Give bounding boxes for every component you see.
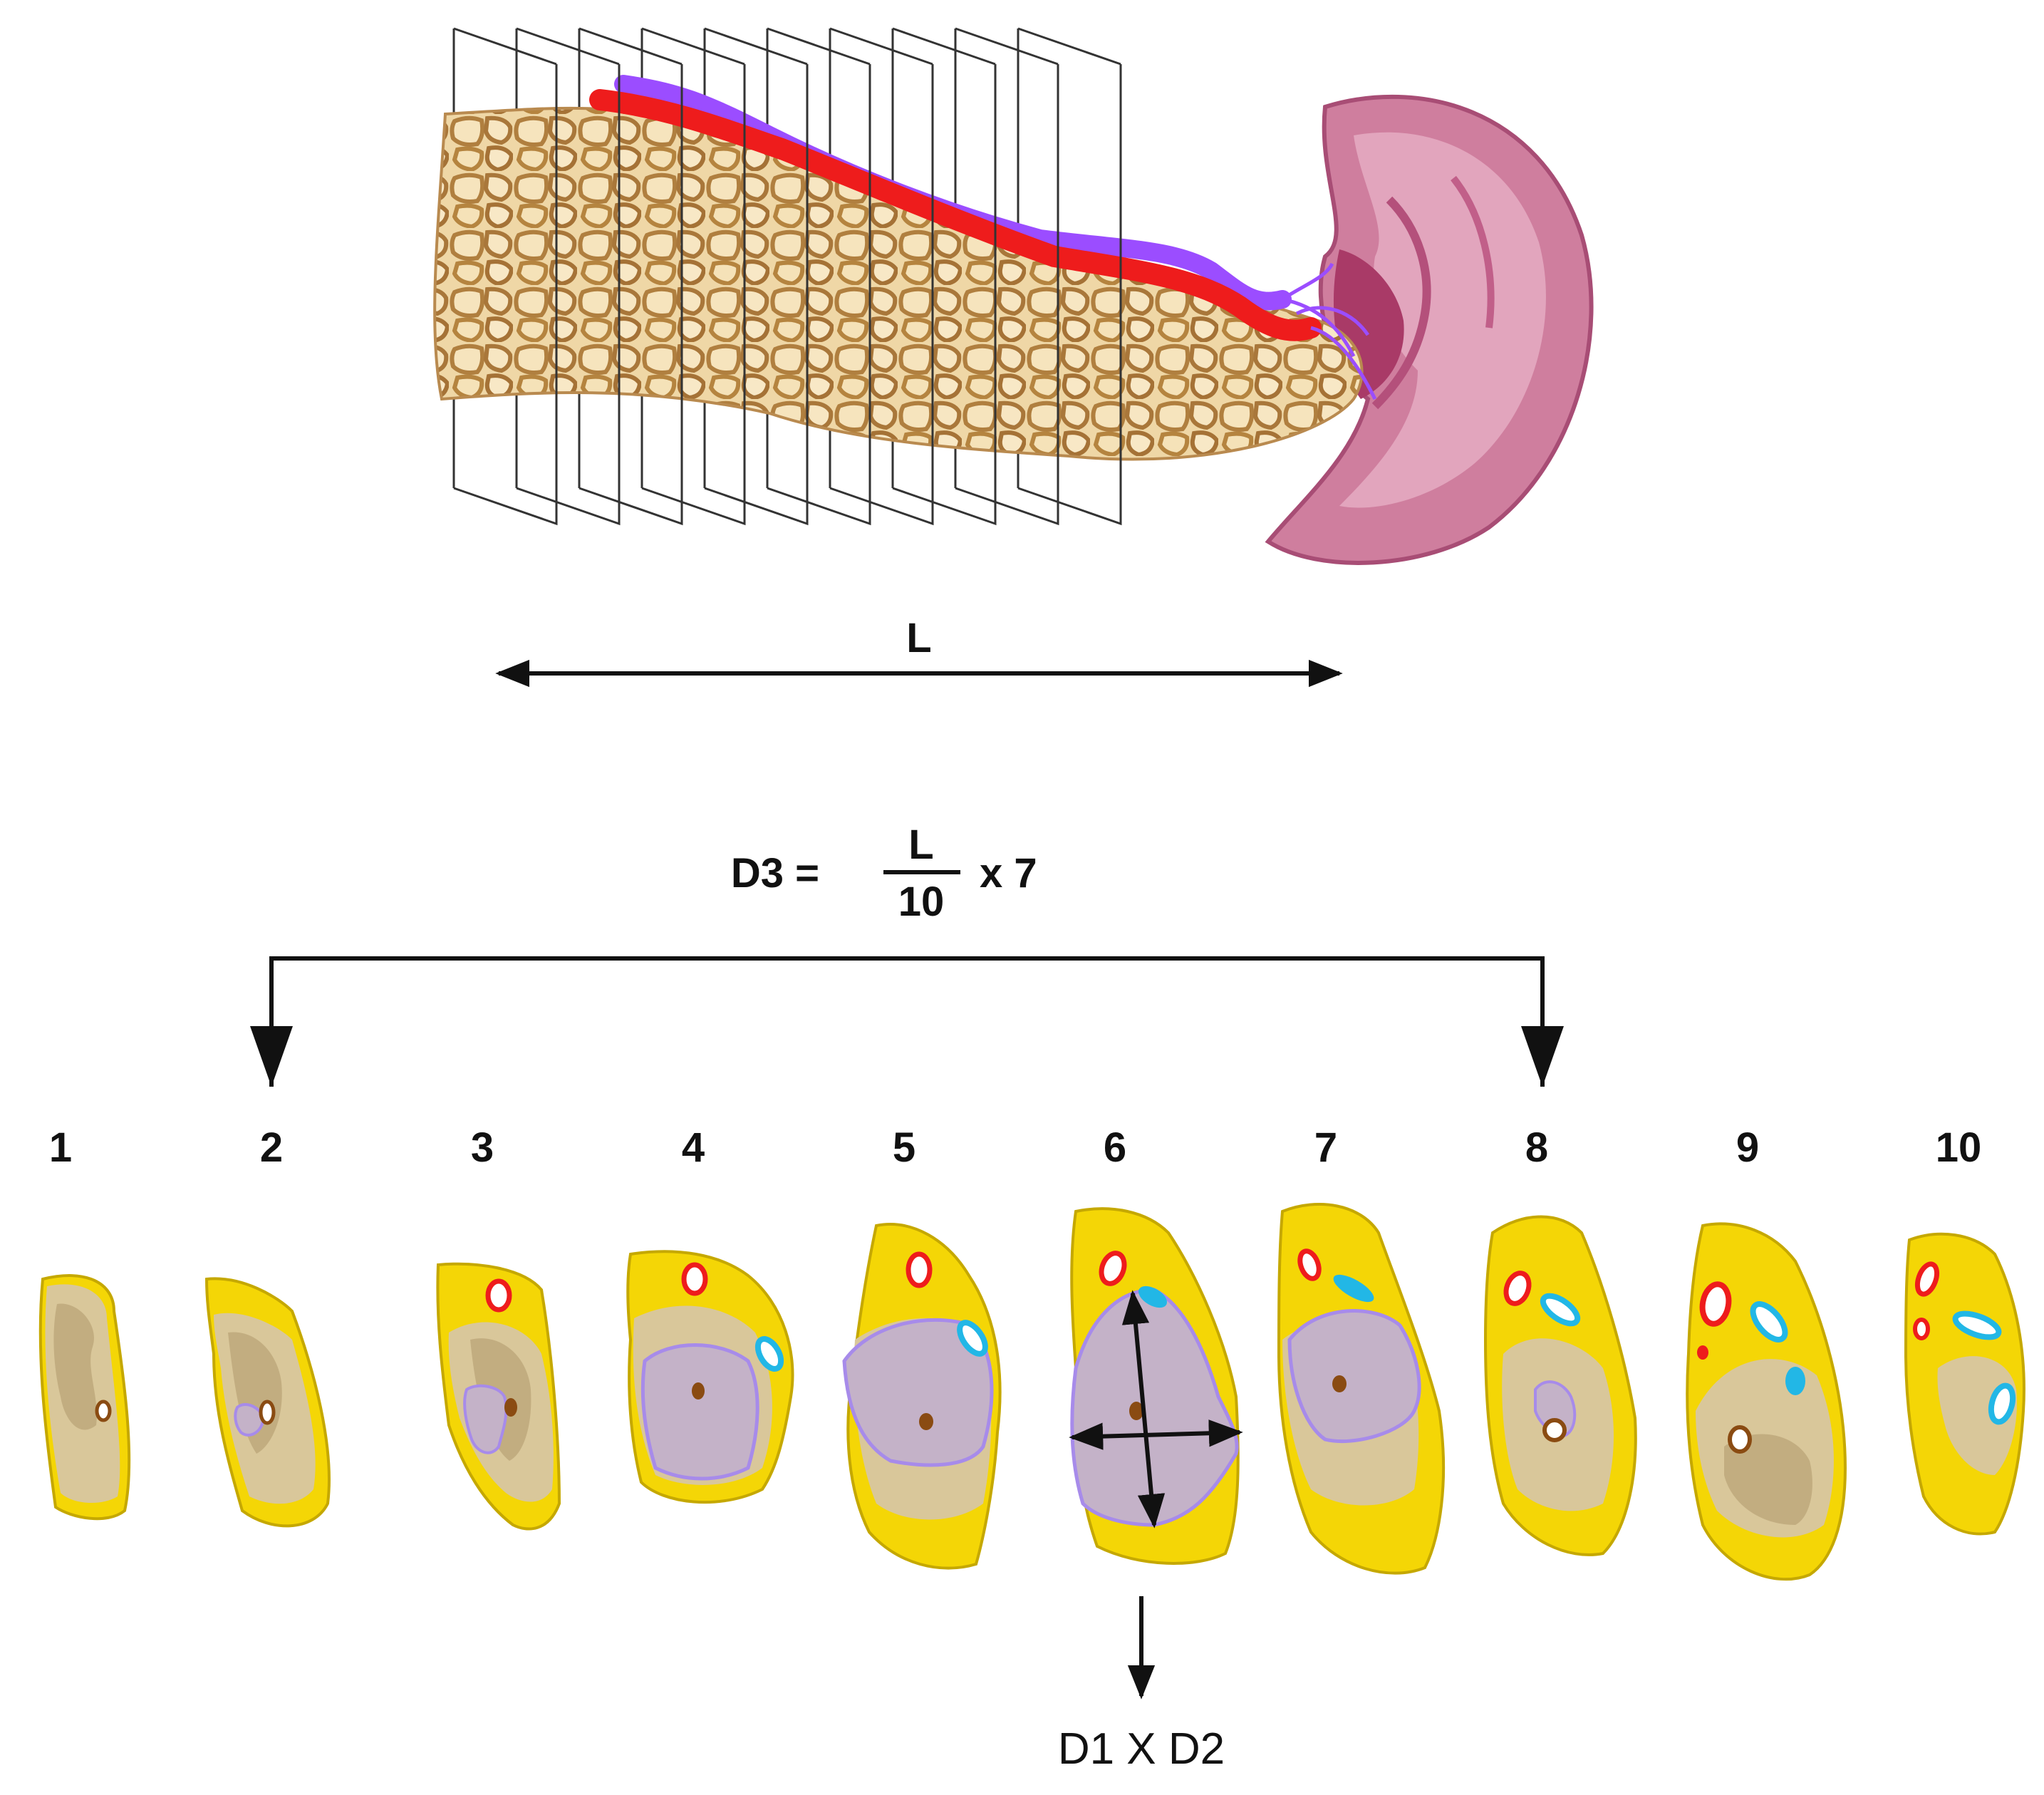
diameter-d1-arrow bbox=[1121, 1290, 1166, 1528]
cross-section-10 bbox=[1904, 1232, 2025, 1536]
bracket-arrowhead-right bbox=[1521, 1026, 1564, 1087]
section-numbers: 1 2 3 4 5 6 7 8 9 10 bbox=[49, 1124, 1981, 1171]
cross-section-8 bbox=[1483, 1215, 1637, 1556]
section-number: 6 bbox=[1104, 1124, 1126, 1171]
range-bracket bbox=[269, 956, 1545, 1087]
section-number: 8 bbox=[1525, 1124, 1548, 1171]
section-number: 9 bbox=[1736, 1124, 1759, 1171]
formula-denominator: 10 bbox=[898, 879, 945, 925]
cross-section-4 bbox=[626, 1250, 794, 1504]
measure-label: D1 X D2 bbox=[1058, 1724, 1225, 1774]
section-number: 3 bbox=[471, 1124, 494, 1171]
cross-section-1 bbox=[38, 1274, 131, 1521]
cross-section-6 bbox=[1069, 1207, 1243, 1565]
splenic-artery bbox=[589, 89, 1322, 341]
section-number: 1 bbox=[49, 1124, 72, 1171]
section-number: 10 bbox=[1936, 1124, 1982, 1171]
cross-section-2 bbox=[204, 1277, 331, 1528]
depth-formula: D3 = L 10 x 7 bbox=[731, 822, 1037, 925]
section-number: 4 bbox=[682, 1124, 705, 1171]
hilar-branches bbox=[1281, 262, 1377, 400]
pancreas-illustration bbox=[433, 27, 1594, 565]
section-number: 2 bbox=[260, 1124, 283, 1171]
cross-section-9 bbox=[1686, 1222, 1847, 1581]
diameter-d2-arrow bbox=[1069, 1419, 1243, 1450]
length-label: L bbox=[906, 615, 931, 661]
cross-sections bbox=[38, 1203, 2025, 1581]
cross-section-7 bbox=[1277, 1203, 1446, 1575]
formula-tail: x 7 bbox=[980, 850, 1037, 896]
section-number: 5 bbox=[893, 1124, 915, 1171]
cross-section-3 bbox=[436, 1262, 561, 1531]
formula-numerator: L bbox=[908, 822, 933, 868]
bracket-arrowhead-left bbox=[250, 1026, 293, 1087]
formula-lhs: D3 = bbox=[731, 850, 819, 896]
section-number: 7 bbox=[1314, 1124, 1337, 1171]
spleen bbox=[1265, 94, 1594, 565]
slice-planes-front bbox=[453, 64, 1122, 526]
cross-section-5 bbox=[842, 1223, 1002, 1570]
